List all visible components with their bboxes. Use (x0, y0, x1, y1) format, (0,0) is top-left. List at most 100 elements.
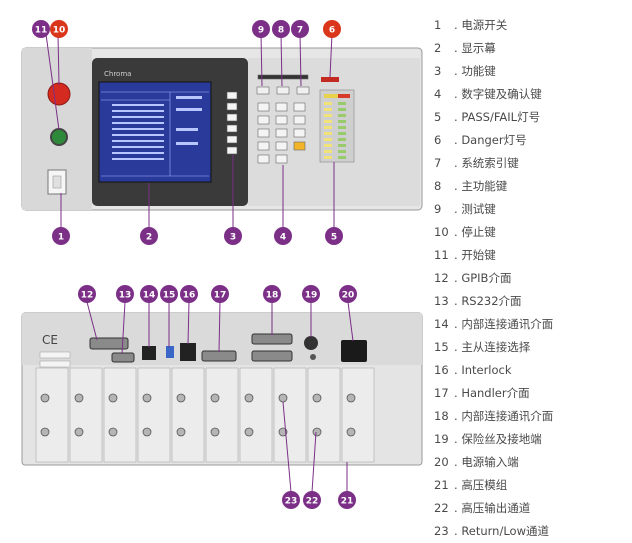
legend-item-21: 21. 高压模组 (434, 474, 630, 497)
callout-14: 14 (140, 285, 158, 303)
svg-text:14: 14 (143, 291, 156, 301)
svg-text:2: 2 (146, 233, 152, 243)
svg-text:23: 23 (285, 497, 298, 507)
legend-number: 15 (434, 340, 449, 354)
callout-21: 21 (338, 491, 356, 509)
svg-text:7: 7 (297, 26, 303, 36)
svg-text:1: 1 (58, 233, 64, 243)
legend-label: Handler介面 (461, 386, 530, 400)
legend-number: 1 (434, 18, 442, 32)
rear-leaders (86, 301, 354, 493)
power-inlet (341, 340, 367, 362)
legend-label: 电源输入端 (461, 455, 519, 469)
callout-7: 7 (291, 20, 309, 38)
legend-item-2: 2. 显示幕 (434, 37, 630, 60)
legend-label: 主从连接选择 (461, 340, 531, 354)
svg-text:9: 9 (258, 26, 264, 36)
legend-number: 17 (434, 386, 449, 400)
gpib-port (89, 337, 129, 350)
legend-number: 8 (434, 179, 442, 193)
legend-number: 23 (434, 524, 449, 538)
legend-number: 22 (434, 501, 449, 515)
legend-number: 4 (434, 87, 442, 101)
legend-label: Danger灯号 (461, 133, 527, 147)
legend-number: 6 (434, 133, 442, 147)
svg-text:18: 18 (266, 291, 279, 301)
legend-number: 18 (434, 409, 449, 423)
legend-item-23: 23. Return/Low通道 (434, 520, 630, 543)
legend-label: 开始键 (461, 248, 496, 262)
legend-label: Return/Low通道 (461, 524, 549, 538)
svg-text:13: 13 (119, 291, 132, 301)
legend-item-14: 14. 内部连接通讯介面 (434, 313, 630, 336)
legend-item-5: 5. PASS/FAIL灯号 (434, 106, 630, 129)
callout-16: 16 (180, 285, 198, 303)
master-slave-switch (166, 346, 174, 358)
legend-label: 功能键 (461, 64, 496, 78)
front-leaders (45, 33, 335, 230)
svg-text:21: 21 (341, 497, 354, 507)
legend-item-6: 6. Danger灯号 (434, 129, 630, 152)
callout-4: 4 (274, 227, 292, 245)
svg-text:15: 15 (163, 291, 176, 301)
svg-text:10: 10 (53, 26, 66, 36)
callout-3: 3 (224, 227, 242, 245)
callout-15: 15 (160, 285, 178, 303)
legend-label: 电源开关 (461, 18, 508, 32)
svg-text:16: 16 (183, 291, 196, 301)
legend-item-22: 22. 高压输出通道 (434, 497, 630, 520)
legend-label: 停止键 (461, 225, 496, 239)
svg-text:8: 8 (278, 26, 284, 36)
legend-item-3: 3. 功能键 (434, 60, 630, 83)
legend-item-9: 9. 测试键 (434, 198, 630, 221)
legend-label: PASS/FAIL灯号 (461, 110, 541, 124)
legend-number: 20 (434, 455, 449, 469)
callout-19: 19 (302, 285, 320, 303)
legend-number: 9 (434, 202, 442, 216)
start-button (50, 128, 68, 146)
callout-1: 1 (52, 227, 70, 245)
rs232-port (111, 352, 135, 363)
callout-badges: 11 10 9 8 7 6 1 2 3 4 5 12 13 14 15 16 1… (32, 20, 357, 509)
svg-text:17: 17 (214, 291, 227, 301)
callout-11: 11 (32, 20, 50, 38)
callout-12: 12 (78, 285, 96, 303)
legend-number: 12 (434, 271, 449, 285)
svg-text:6: 6 (329, 26, 335, 36)
legend-label: 显示幕 (461, 41, 496, 55)
svg-text:22: 22 (306, 497, 319, 507)
legend-number: 3 (434, 64, 442, 78)
svg-text:19: 19 (305, 291, 318, 301)
legend-label: RS232介面 (461, 294, 522, 308)
front-panel: Chroma (21, 47, 423, 211)
numeric-keypad (257, 102, 306, 164)
legend-label: 内部连接通讯介面 (461, 317, 554, 331)
legend-label: 高压模组 (461, 478, 508, 492)
legend-item-18: 18. 内部连接通讯介面 (434, 405, 630, 428)
callout-13: 13 (116, 285, 134, 303)
function-keys (226, 91, 238, 155)
callout-18: 18 (263, 285, 281, 303)
hv-modules (35, 367, 375, 463)
legend-item-8: 8. 主功能键 (434, 175, 630, 198)
legend-number: 19 (434, 432, 449, 446)
callout-10: 10 (50, 20, 68, 38)
legend-label: 主功能键 (461, 179, 508, 193)
legend-item-4: 4. 数字键及确认键 (434, 83, 630, 106)
legend-label: 测试键 (461, 202, 496, 216)
legend-item-13: 13. RS232介面 (434, 290, 630, 313)
rear-panel: CE (21, 312, 423, 466)
legend-label: 高压输出通道 (461, 501, 531, 515)
legend-item-15: 15. 主从连接选择 (434, 336, 630, 359)
callout-2: 2 (140, 227, 158, 245)
callout-8: 8 (272, 20, 290, 38)
callout-20: 20 (339, 285, 357, 303)
display-screen (98, 81, 212, 183)
legend-item-17: 17. Handler介面 (434, 382, 630, 405)
legend-label: 保险丝及接地端 (461, 432, 542, 446)
callout-6: 6 (323, 20, 341, 38)
fuse-holder (304, 336, 318, 350)
legend-item-12: 12. GPIB介面 (434, 267, 630, 290)
legend-number: 2 (434, 41, 442, 55)
stop-button (47, 82, 71, 106)
